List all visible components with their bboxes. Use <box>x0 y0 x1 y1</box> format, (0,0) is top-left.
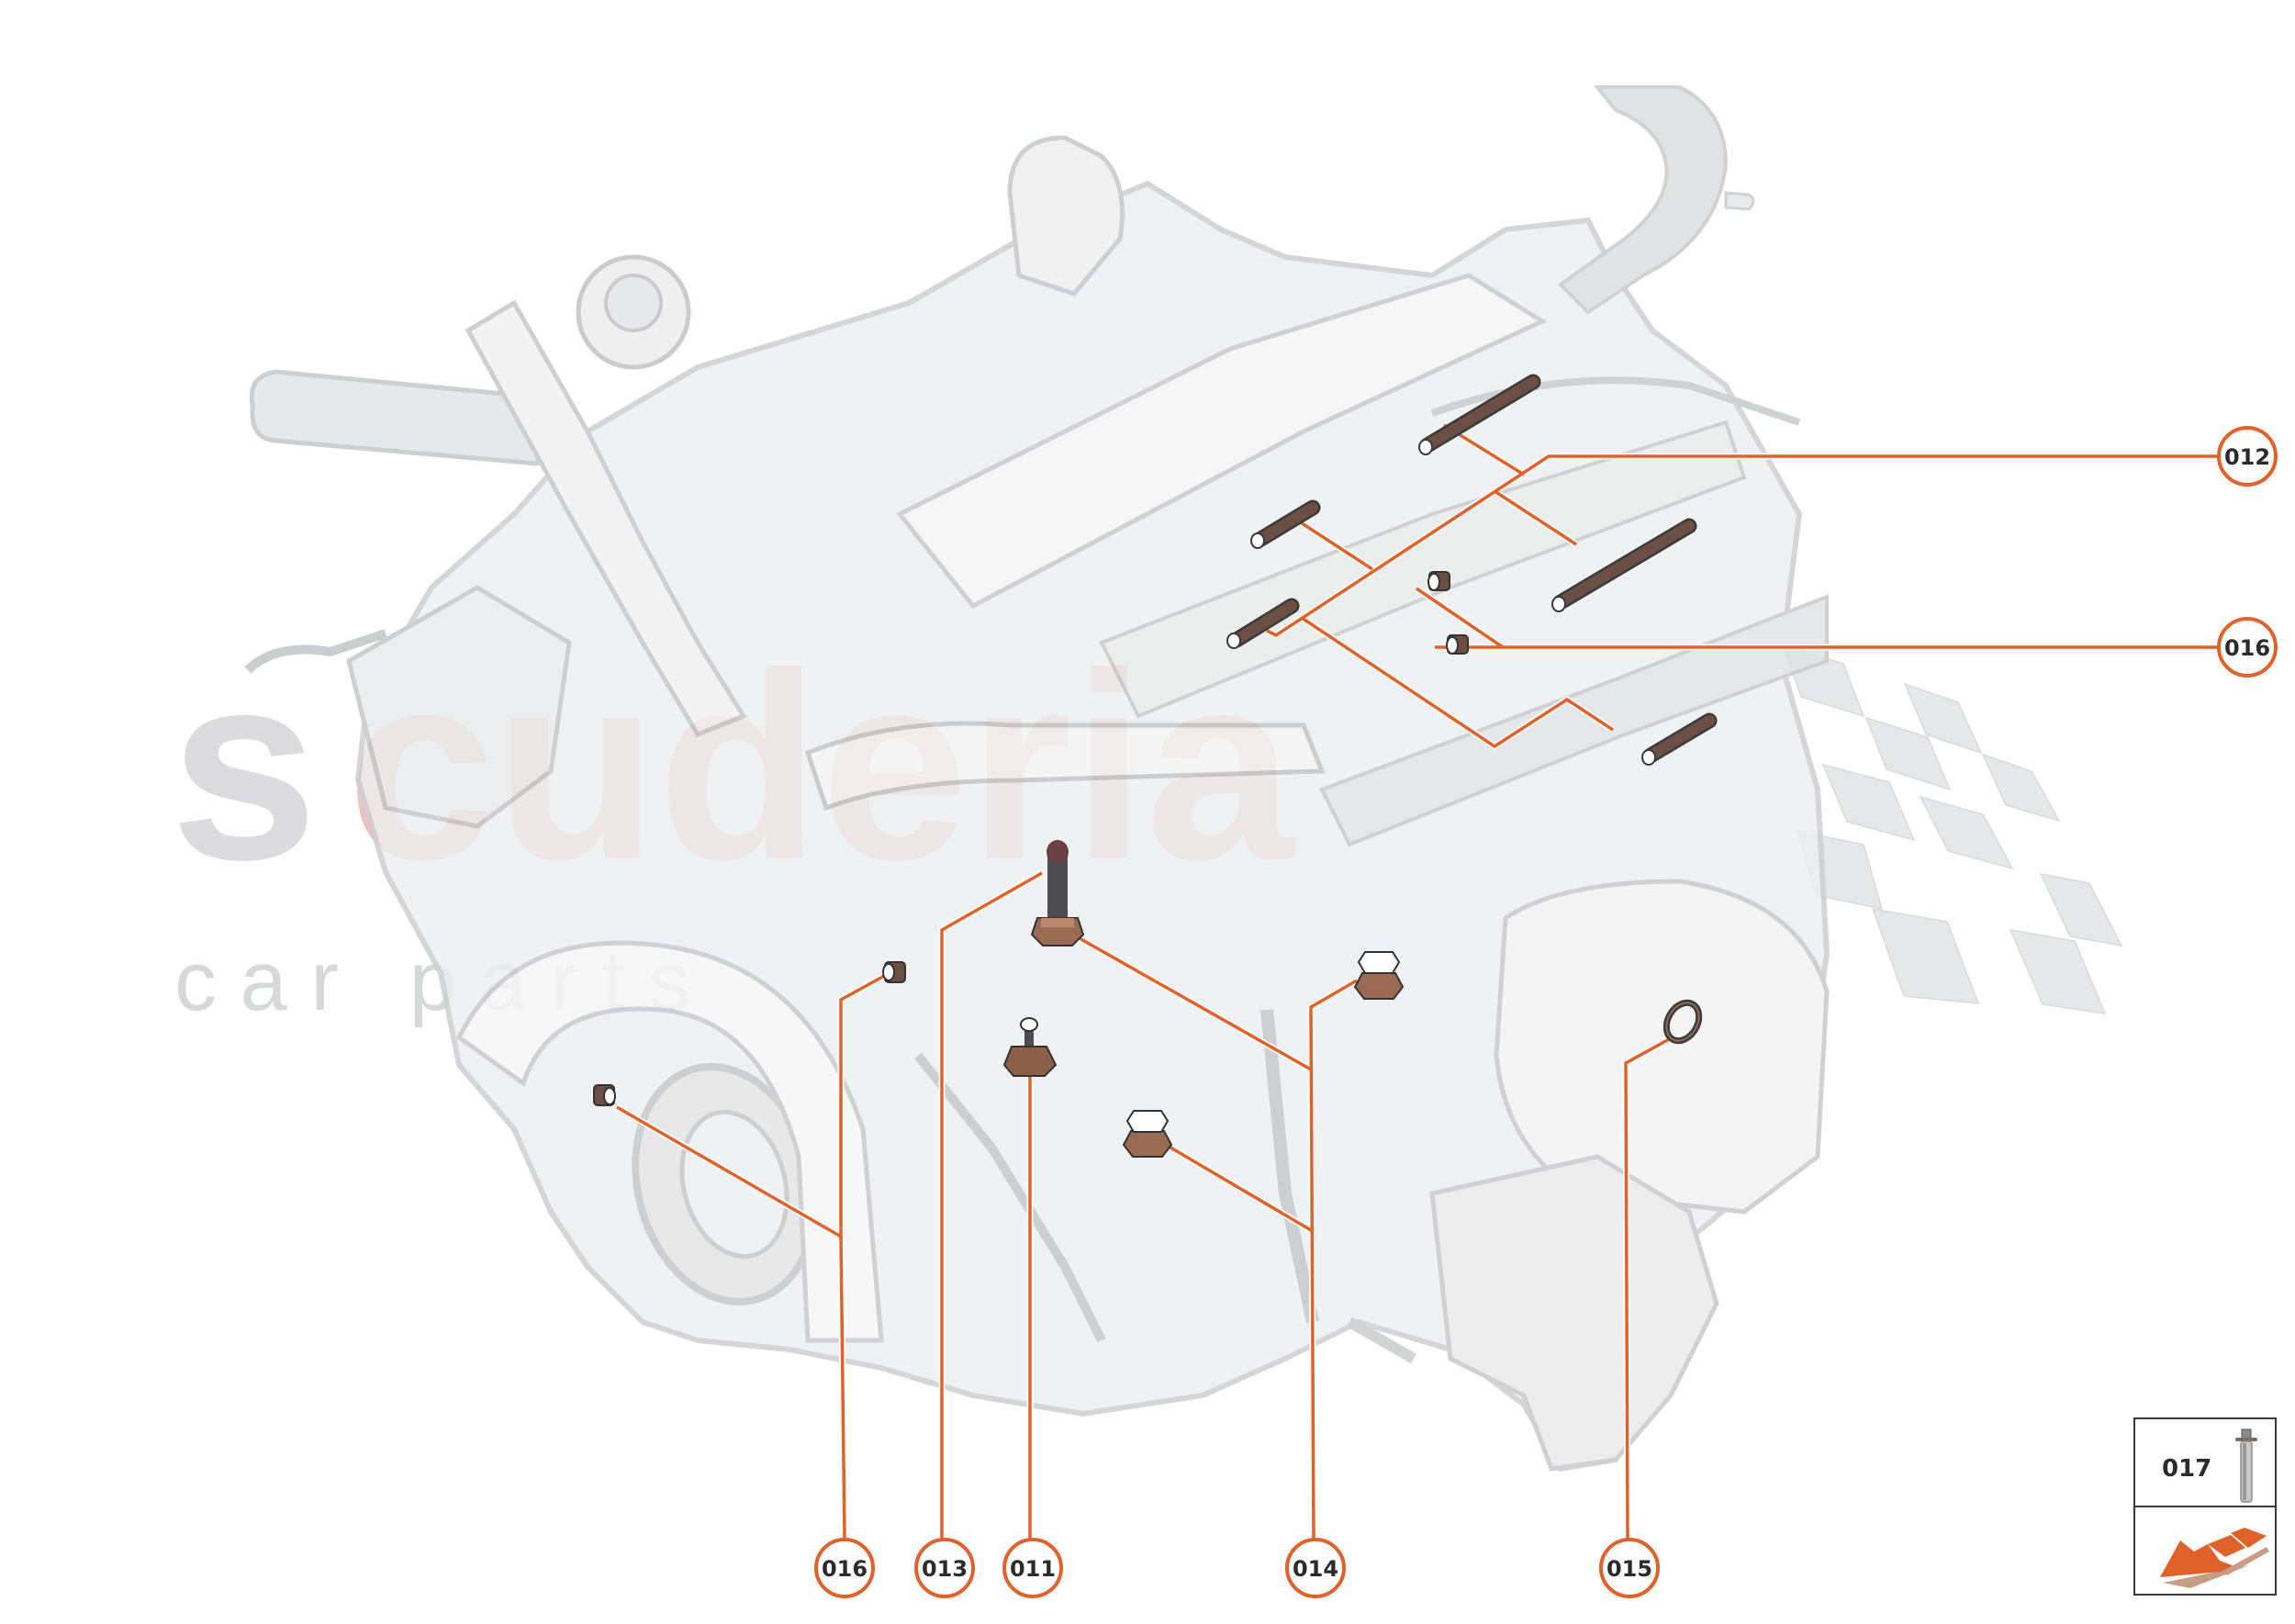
watermark-s: s <box>170 618 318 915</box>
callout-016-bottom-label: 016 <box>822 1556 868 1582</box>
bushing-016-d[interactable] <box>593 1084 616 1106</box>
callout-014-label: 014 <box>1293 1556 1338 1582</box>
callout-011[interactable]: 011 <box>1002 1538 1063 1598</box>
legend-part-number: 017 <box>2162 1455 2211 1483</box>
callout-016-right-label: 016 <box>2224 635 2270 661</box>
checkered-flag-graphic <box>1781 643 2123 1014</box>
stud-013[interactable] <box>1030 840 1085 946</box>
callout-012-label: 012 <box>2224 444 2270 470</box>
callout-015[interactable]: 015 <box>1599 1538 1660 1598</box>
orange-arrow-icon[interactable] <box>2160 1528 2269 1588</box>
callout-013[interactable]: 013 <box>914 1538 975 1598</box>
engine-illustration <box>244 85 1830 1473</box>
stud-012-e[interactable] <box>1641 712 1718 766</box>
callout-016-right[interactable]: 016 <box>2217 617 2278 678</box>
bushing-016-a[interactable] <box>1427 571 1450 591</box>
stud-012-b[interactable] <box>1551 518 1697 612</box>
callout-011-label: 011 <box>1010 1556 1056 1582</box>
bushing-016-c[interactable] <box>882 961 906 983</box>
sealing-ring-015[interactable] <box>1660 997 1706 1047</box>
callout-015-label: 015 <box>1606 1556 1652 1582</box>
bolt-icon <box>2235 1428 2257 1503</box>
highlighted-parts <box>593 374 1718 1158</box>
legend-box: 017 <box>2133 1417 2277 1596</box>
leader-lines <box>615 422 2218 1540</box>
sensor-plug-011[interactable] <box>1002 1017 1058 1077</box>
callout-012[interactable]: 012 <box>2217 426 2278 487</box>
drain-plug-014-a[interactable] <box>1353 951 1405 1000</box>
bushing-016-b[interactable] <box>1446 634 1469 655</box>
callout-016-bottom[interactable]: 016 <box>814 1538 875 1598</box>
drain-plug-014-b[interactable] <box>1122 1110 1173 1158</box>
stud-012-c[interactable] <box>1250 499 1321 549</box>
legend-part-017[interactable]: 017 <box>2162 1428 2257 1503</box>
stud-012-d[interactable] <box>1226 598 1300 649</box>
callout-013-label: 013 <box>922 1556 968 1582</box>
callout-014[interactable]: 014 <box>1285 1538 1346 1598</box>
stud-012-a[interactable] <box>1418 374 1541 455</box>
